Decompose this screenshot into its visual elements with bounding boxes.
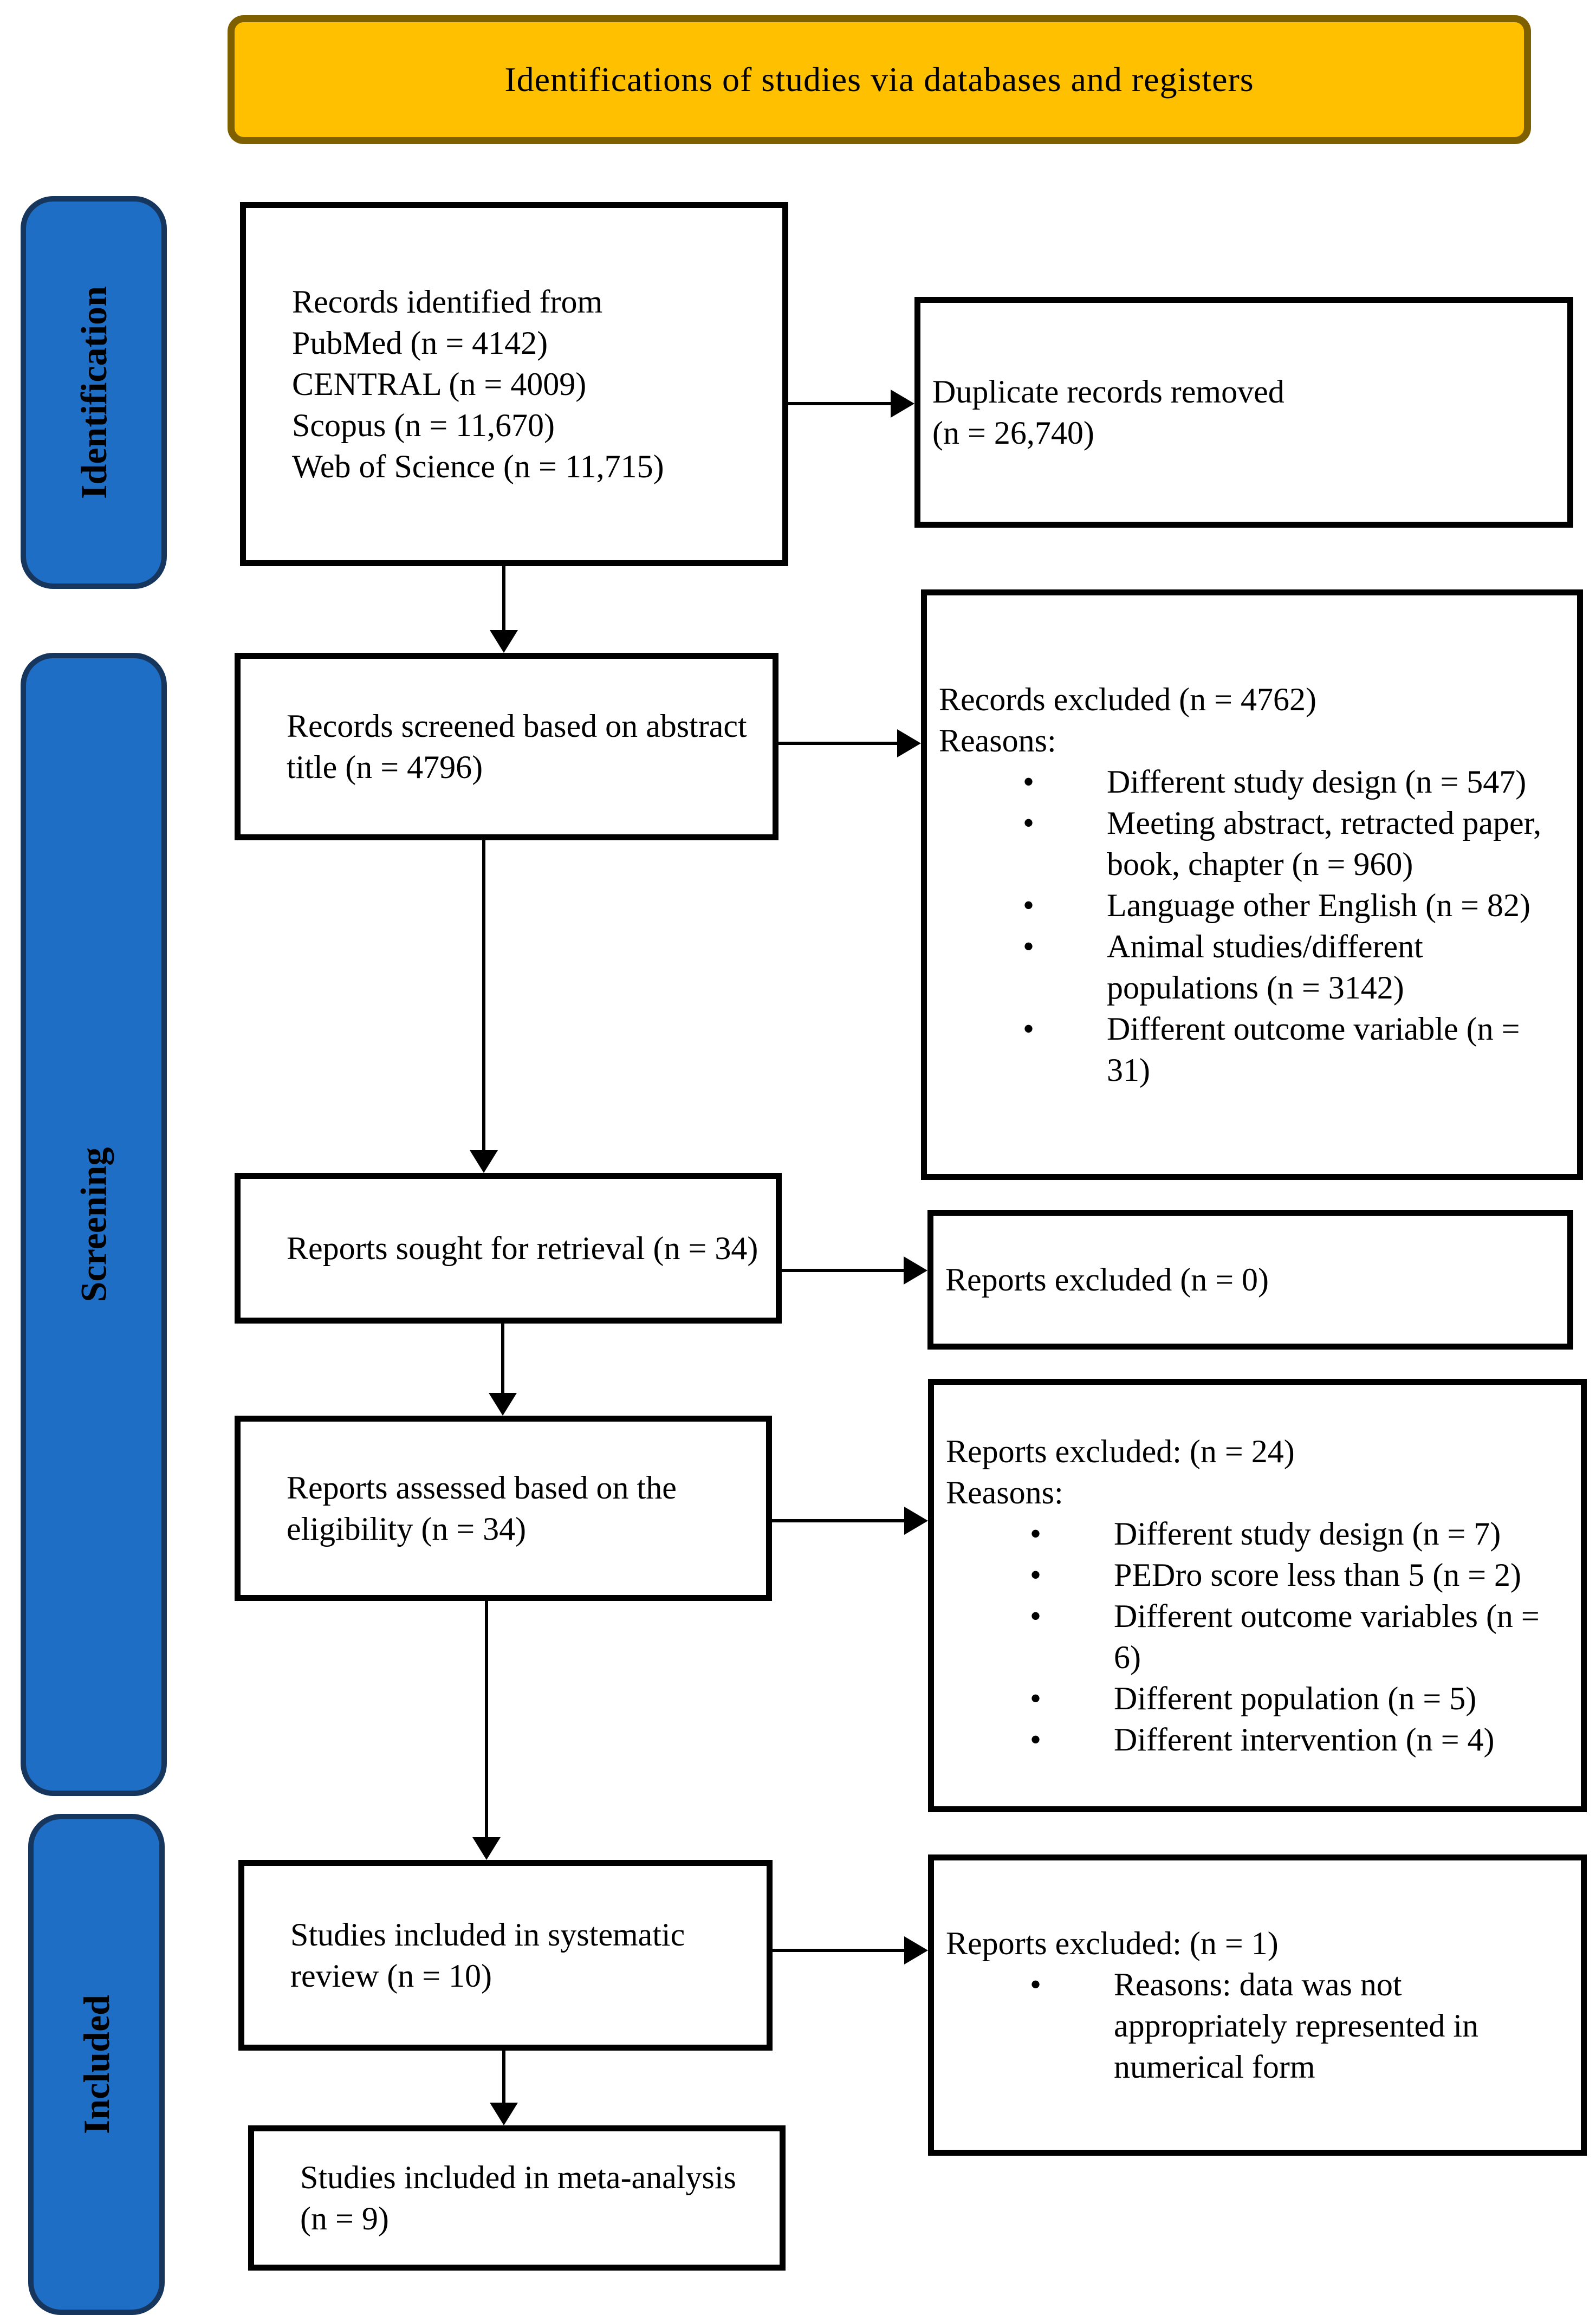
records-excluded-reasons-label: Reasons: [939,723,1056,758]
eligibility-excluded-reason: Different population (n = 5) [1114,1681,1477,1716]
arrow-sought-to-assessed [489,1324,517,1416]
arrow-identified-to-duplicates [788,390,914,418]
arrow-sought-to-excluded [782,1256,927,1285]
records-excluded-reason: Language other English (n = 82) [1107,887,1530,923]
arrow-assessed-to-systematic [472,1601,501,1860]
stage-included: Included [28,1814,165,2315]
stage-identification-label: Identification [73,286,114,499]
bullet-icon: • [1023,805,1035,841]
list-item: • Different population (n = 5) [1030,1678,1565,1719]
box-duplicates-removed: Duplicate records removed (n = 26,740) [914,297,1573,528]
bullet-icon: • [1030,1557,1042,1593]
records-excluded-reason: Different study design (n = 547) [1107,764,1527,800]
bullet-icon: • [1030,1967,1042,2002]
eligibility-excluded-reason: Different intervention (n = 4) [1114,1722,1495,1758]
duplicates-removed-line: Duplicate records removed [932,374,1284,410]
records-excluded-title: Records excluded (n = 4762) [939,682,1316,717]
list-item: • Different study design (n = 547) [1023,761,1561,802]
records-identified-line: PubMed (n = 4142) [292,325,548,361]
included-systematic-review-text: Studies included in systematic review (n… [290,1917,685,1994]
list-item: • PEDro score less than 5 (n = 2) [1030,1554,1565,1596]
box-reports-excluded-eligibility: Reports excluded: (n = 24) Reasons: • Di… [928,1379,1587,1812]
reports-assessed-text: Reports assessed based on the eligibilit… [287,1470,677,1547]
box-reports-excluded-review: Reports excluded: (n = 1) • Reasons: dat… [928,1854,1587,2156]
records-identified-line: Web of Science (n = 11,715) [292,449,664,484]
list-item: • Language other English (n = 82) [1023,885,1561,926]
reports-sought-text: Reports sought for retrieval (n = 34) [287,1230,758,1266]
reports-excluded-eligibility-reasons-label: Reasons: [946,1475,1063,1510]
bullet-icon: • [1030,1681,1042,1716]
eligibility-excluded-reason: Different outcome variables (n = 6) [1114,1598,1540,1675]
banner: Identifications of studies via databases… [228,15,1531,144]
reports-excluded-screening-text: Reports excluded (n = 0) [945,1262,1269,1298]
arrow-screened-to-excluded [778,729,921,757]
list-item: • Meeting abstract, retracted paper, boo… [1023,802,1561,885]
stage-included-label: Included [75,1995,117,2134]
arrow-identified-to-screened [490,566,518,653]
records-excluded-reason: Meeting abstract, retracted paper, book,… [1107,805,1542,882]
records-excluded-reason: Animal studies/different populations (n … [1107,929,1423,1006]
stage-screening: Screening [21,653,167,1796]
box-reports-assessed: Reports assessed based on the eligibilit… [235,1416,772,1601]
box-records-identified: Records identified from PubMed (n = 4142… [240,202,788,566]
records-excluded-reason: Different outcome variable (n = 31) [1107,1011,1520,1088]
bullet-icon: • [1023,1011,1035,1047]
bullet-icon: • [1030,1722,1042,1758]
list-item: • Reasons: data was not appropriately re… [1030,1964,1565,2087]
box-records-excluded: Records excluded (n = 4762) Reasons: • D… [921,589,1583,1180]
arrow-screened-to-sought [470,840,498,1173]
review-excluded-reason: Reasons: data was not appropriately repr… [1114,1967,1479,2085]
list-item: • Different outcome variables (n = 6) [1030,1596,1565,1678]
bullet-icon: • [1023,887,1035,923]
eligibility-excluded-reason: PEDro score less than 5 (n = 2) [1114,1557,1522,1593]
reports-excluded-eligibility-title: Reports excluded: (n = 24) [946,1434,1295,1469]
list-item: • Different intervention (n = 4) [1030,1719,1565,1760]
eligibility-excluded-reason: Different study design (n = 7) [1114,1516,1501,1552]
bullet-icon: • [1030,1598,1042,1634]
stage-screening-label: Screening [73,1147,114,1302]
list-item: • Animal studies/different populations (… [1023,926,1561,1008]
box-included-systematic-review: Studies included in systematic review (n… [238,1860,773,2051]
list-item: • Different study design (n = 7) [1030,1513,1565,1554]
arrow-systematic-to-excluded [773,1936,928,1964]
arrow-systematic-to-meta [490,2051,518,2125]
bullet-icon: • [1023,764,1035,800]
duplicates-removed-line: (n = 26,740) [932,415,1094,451]
reports-excluded-review-title: Reports excluded: (n = 1) [946,1925,1279,1961]
arrow-assessed-to-excluded [772,1507,928,1535]
box-reports-sought: Reports sought for retrieval (n = 34) [235,1173,782,1324]
records-screened-text: Records screened based on abstract title… [287,708,747,785]
list-item: • Different outcome variable (n = 31) [1023,1008,1561,1091]
included-meta-analysis-text: Studies included in meta-analysis (n = 9… [300,2160,736,2236]
box-records-screened: Records screened based on abstract title… [235,653,778,840]
bullet-icon: • [1030,1516,1042,1552]
bullet-icon: • [1023,929,1035,964]
records-identified-line: CENTRAL (n = 4009) [292,366,587,402]
box-reports-excluded-screening: Reports excluded (n = 0) [927,1210,1573,1350]
records-identified-line: Records identified from [292,284,603,320]
box-included-meta-analysis: Studies included in meta-analysis (n = 9… [248,2125,786,2271]
banner-title: Identifications of studies via databases… [504,60,1254,99]
stage-identification: Identification [21,196,167,589]
records-identified-line: Scopus (n = 11,670) [292,407,555,443]
